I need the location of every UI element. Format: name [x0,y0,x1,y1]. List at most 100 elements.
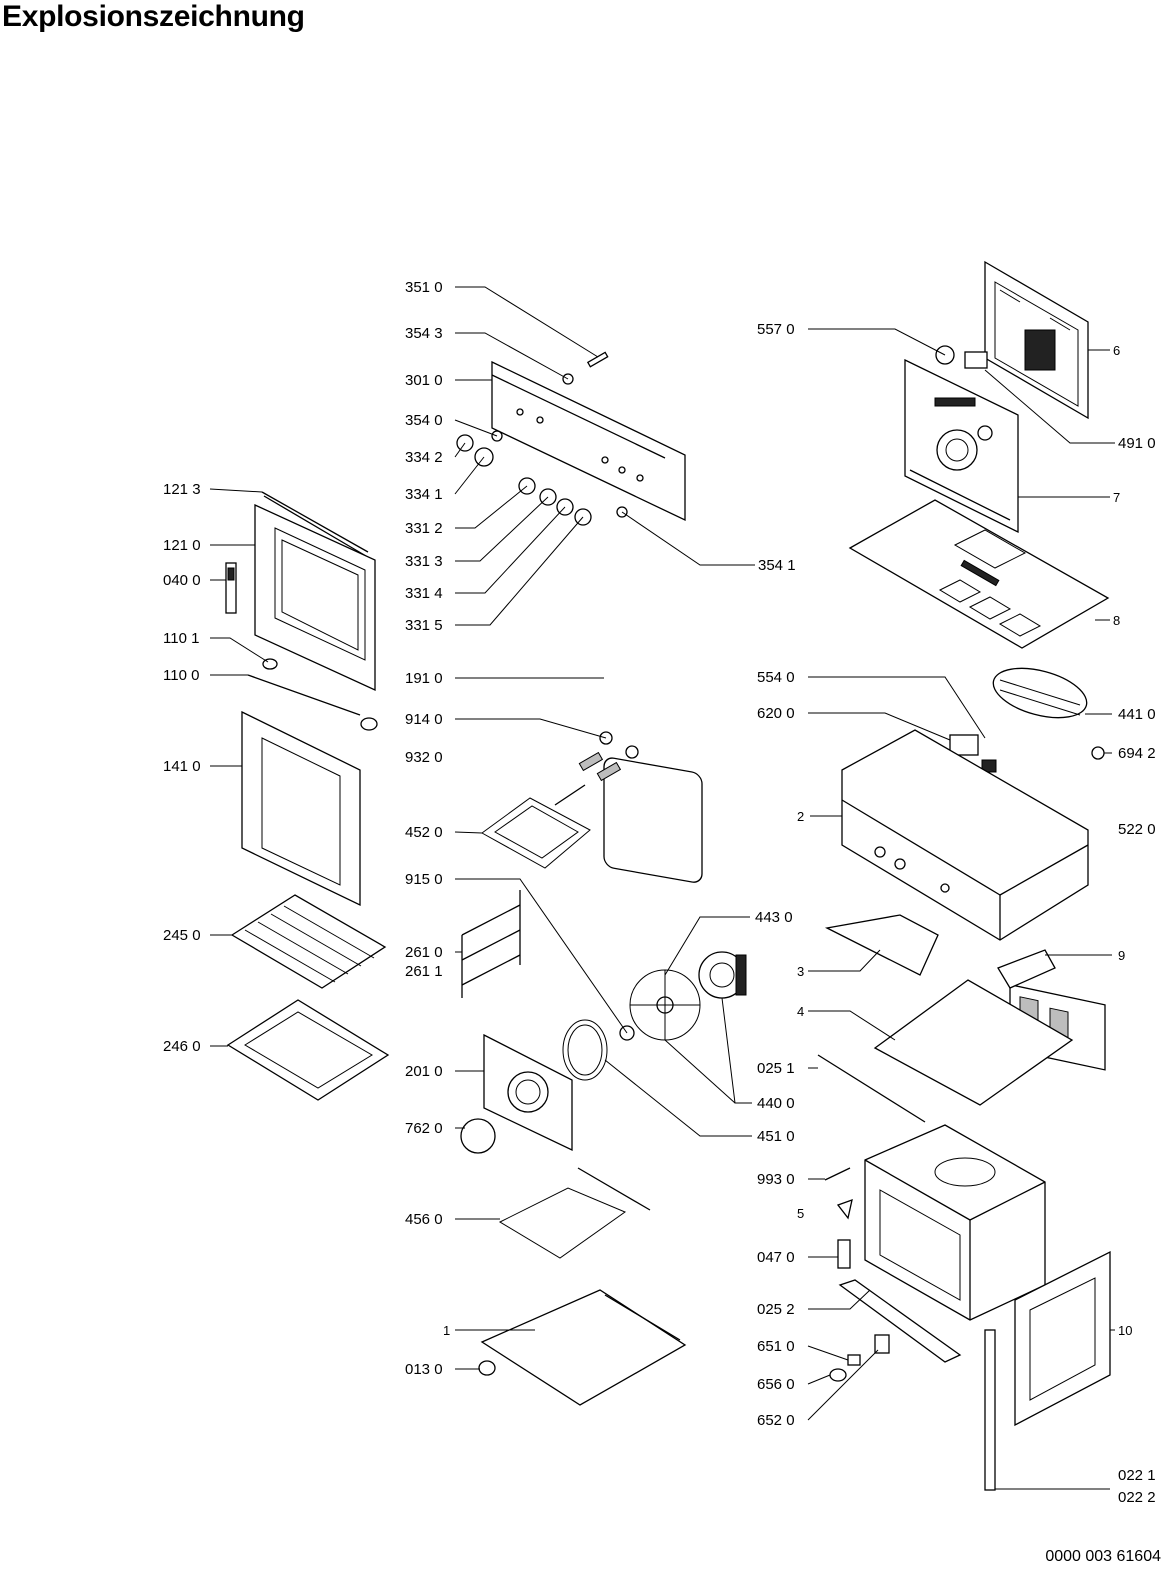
callout-label: 443 0 [755,909,793,926]
control-housing-part [841,729,1089,941]
callout-label: 110 1 [163,630,199,647]
callout-label: 1 [443,1323,450,1338]
callout-label: 522 0 [1118,821,1156,838]
callout-label: 351 0 [405,279,443,296]
callout-label: 022 2 [1118,1489,1156,1506]
rear-panel-part [984,260,1089,420]
callout-label: 6 [1113,343,1120,358]
lamp-fittings-part [578,731,639,782]
callout-label: 334 1 [405,486,443,503]
callout-label: 040 0 [163,572,201,589]
bottom-plate-part [480,1289,687,1406]
callout-label: 331 4 [405,585,443,602]
top-cover-plate-part [848,499,1110,649]
sensor-part [1091,746,1105,760]
side-rails-part [461,890,521,998]
callout-label: 4 [797,1004,804,1019]
callout-labels: 351 0 354 3 301 0 354 0 334 2 334 1 331 … [163,279,1156,1506]
callout-label: 121 3 [163,481,201,498]
callout-label: 110 0 [163,667,199,684]
lamp-socket-part [874,1334,890,1354]
callout-label: 025 2 [757,1301,795,1318]
callout-label: 10 [1118,1323,1132,1338]
door-handle-part [247,658,378,731]
callout-label: 491 0 [1118,435,1156,452]
callout-label: 451 0 [757,1128,795,1145]
switch-part [949,734,979,756]
callout-label: 025 1 [757,1060,795,1077]
callout-label: 245 0 [163,927,201,944]
callout-label: 452 0 [405,824,443,841]
baking-tray-part [226,999,390,1101]
control-panel-part [491,360,686,522]
callout-label: 440 0 [757,1095,795,1112]
bottom-heater-part [498,1167,651,1259]
callout-label: 9 [1118,948,1125,963]
callout-label: 191 0 [405,670,443,687]
callout-label: 261 1 [405,963,443,980]
door-strip-part [261,491,369,553]
callout-label: 047 0 [757,1249,795,1266]
back-wall-part [904,345,1019,534]
callout-label: 301 0 [405,372,443,389]
foot-part [478,1360,496,1376]
clip-part [836,1198,853,1220]
insulation-plate-part [873,979,1074,1106]
callout-label: 656 0 [757,1376,795,1393]
wire-rack-part [230,894,387,989]
callout-label: 694 2 [1118,745,1156,762]
callout-label: 8 [1113,613,1120,628]
door-frame-part [254,503,376,692]
ring-element-part [562,1019,608,1081]
hinge-receiver-part [837,1239,851,1269]
callout-label: 331 3 [405,553,443,570]
document-number: 0000 003 61604 [1045,1548,1161,1565]
callout-label: 013 0 [405,1361,443,1378]
screw-part [824,1167,851,1181]
relay-part [981,759,997,773]
shaft-part [586,351,609,368]
callout-label: 201 0 [405,1063,443,1080]
fan-assembly-part [629,951,747,1041]
tangential-fan-part [992,667,1088,719]
front-rail-part [838,1279,962,1363]
outer-glass-door-part [241,710,361,907]
callout-label: 121 0 [163,537,201,554]
callout-label: 554 0 [757,669,795,686]
callout-label: 331 5 [405,617,443,634]
callout-label: 246 0 [163,1038,201,1055]
rail-part [817,1054,926,1123]
oven-cavity-part [864,1124,1046,1321]
callout-label: 022 1 [1118,1467,1156,1484]
callout-label: 2 [797,809,804,824]
page-title: Explosionszeichnung [2,0,305,33]
side-strip-part [984,1329,996,1491]
callout-label: 557 0 [757,321,795,338]
callout-label: 354 3 [405,325,443,342]
lamp-holder-part [847,1354,861,1366]
door-strip-edge [263,495,367,557]
callout-label: 932 0 [405,749,443,766]
callout-label: 7 [1113,490,1120,505]
small-bracket-part [997,949,1056,989]
lamp-part [829,1368,847,1382]
callout-label: 993 0 [757,1171,795,1188]
callout-label: 334 2 [405,449,443,466]
callout-label: 5 [797,1206,804,1221]
callout-label: 354 0 [405,412,443,429]
grill-element-part [481,784,591,869]
bracket-part [824,914,939,976]
side-panel-part [1014,1250,1111,1427]
door-seal-part [603,757,703,883]
callout-label: 141 0 [163,758,201,775]
callout-label: 915 0 [405,871,443,888]
callout-label: 652 0 [757,1412,795,1429]
fan-cover-part [483,1033,573,1152]
leader-lines [209,286,1115,1490]
callout-label: 762 0 [405,1120,443,1137]
cover-disc-part [460,1118,496,1154]
callout-label: 620 0 [757,705,795,722]
callout-label: 354 1 [758,557,796,574]
callout-label: 651 0 [757,1338,795,1355]
